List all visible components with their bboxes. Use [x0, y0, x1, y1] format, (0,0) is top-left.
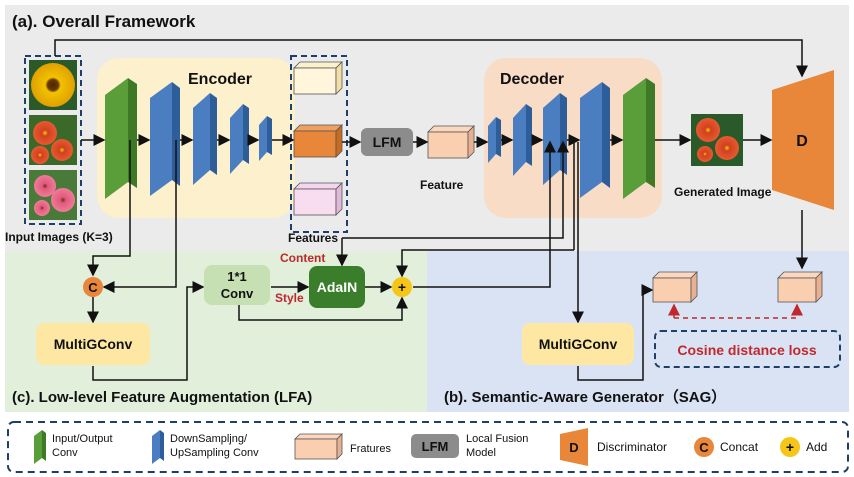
- add-node: [392, 277, 412, 297]
- legend-add-box-label: +: [786, 439, 794, 455]
- legend-lfm-swatch: [411, 434, 459, 458]
- legend-features-label: Fratures: [350, 443, 391, 455]
- legend-lfm-2: Model: [466, 447, 496, 459]
- legend-add-swatch: [780, 437, 800, 457]
- conv1x1-line2: Conv: [221, 286, 254, 301]
- content-label: Content: [280, 251, 325, 265]
- input-image-1: [29, 60, 77, 110]
- legend-lfm-1: Local Fusion: [466, 433, 528, 445]
- sag-title: (b). Semantic-Aware Generator（SAG）: [444, 388, 726, 406]
- input-images-label: Input Images (K=3): [5, 230, 113, 244]
- add-node-label: +: [398, 279, 406, 295]
- lfa-arrows: [87, 140, 654, 381]
- encoder-down-conv-3: [230, 104, 249, 174]
- feature-label: Feature: [420, 178, 464, 192]
- cosine-loss-arrows: [668, 303, 803, 319]
- encoder-down-conv-4: [259, 116, 272, 161]
- lfm-label: LFM: [373, 134, 402, 150]
- legend-sampling-2: UpSampling Conv: [170, 447, 259, 459]
- discriminator-label: D: [796, 133, 808, 150]
- decoder-label: Decoder: [500, 71, 564, 88]
- decoder-up-conv-2: [513, 104, 532, 176]
- legend-concat-box-label: C: [699, 440, 709, 455]
- encoder-down-conv-2: [193, 93, 217, 185]
- legend-io-conv-1: Input/Output: [52, 433, 113, 445]
- feature-cube-3: [293, 182, 343, 216]
- legend-frame: [7, 421, 849, 473]
- legend-io-conv-swatch: [34, 430, 46, 464]
- fused-feature-cube: [427, 125, 475, 159]
- features-label: Features: [288, 231, 338, 245]
- legend-lfm-box-label: LFM: [422, 439, 449, 454]
- encoder-input-conv: [105, 78, 137, 199]
- legend-io-conv-2: Conv: [52, 447, 78, 459]
- legend-sampling-swatch: [152, 430, 164, 464]
- generated-image: [691, 114, 743, 166]
- feature-cube-2: [293, 124, 343, 158]
- lfa-multigconv-box: [36, 323, 150, 365]
- decoder-up-conv-1: [488, 117, 501, 163]
- legend-add-label: Add: [806, 440, 827, 454]
- overall-title: (a). Overall Framework: [12, 12, 196, 31]
- feature-cube-1: [293, 61, 343, 95]
- lfa-title: (c). Low-level Feature Augmentation (LFA…: [12, 389, 312, 406]
- legend-sampling-1: DownSampljng/: [170, 433, 248, 445]
- legend-d-box-label: D: [569, 440, 578, 455]
- conv1x1-line1: 1*1: [227, 269, 247, 284]
- decoder-up-conv-4: [580, 82, 610, 198]
- concat-node: [83, 277, 103, 297]
- input-image-3: [29, 170, 77, 220]
- legend-d-swatch: [560, 428, 588, 466]
- legend-concat-label: Concat: [720, 440, 759, 454]
- legend-concat-swatch: [694, 437, 714, 457]
- decoder-output-conv: [623, 78, 655, 199]
- conv1x1-box: [204, 265, 270, 305]
- legend-features-swatch: [294, 433, 343, 460]
- decoder-up-conv-3: [543, 93, 567, 185]
- legend-discriminator-label: Discriminator: [597, 440, 667, 454]
- lfm-box: [361, 128, 413, 156]
- adain-box: [309, 266, 365, 308]
- concat-node-label: C: [88, 280, 98, 295]
- encoder-down-conv-1: [150, 82, 180, 196]
- style-label: Style: [275, 291, 304, 305]
- cosine-loss-frame: [654, 330, 841, 368]
- adain-label: AdaIN: [317, 279, 357, 295]
- cosine-loss-label: Cosine distance loss: [677, 342, 816, 358]
- main-flow-arrows: [54, 39, 808, 270]
- input-image-2: [29, 115, 77, 165]
- sag-feature-cube-1: [652, 271, 698, 303]
- sag-multigconv-box: [522, 323, 634, 365]
- encoder-label: Encoder: [188, 71, 252, 88]
- lfa-multigconv-label: MultiGConv: [54, 336, 133, 352]
- sag-feature-cube-2: [777, 271, 823, 303]
- sag-multigconv-label: MultiGConv: [539, 336, 618, 352]
- discriminator-block: [772, 70, 834, 210]
- generated-image-label: Generated Image: [674, 185, 772, 199]
